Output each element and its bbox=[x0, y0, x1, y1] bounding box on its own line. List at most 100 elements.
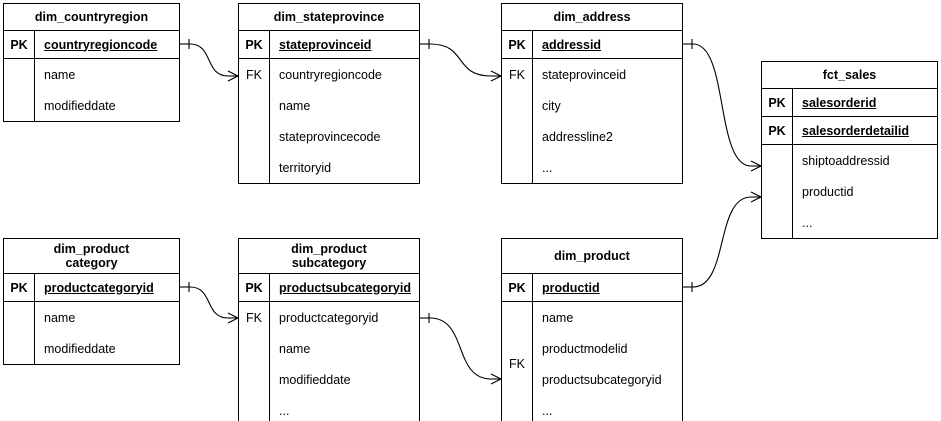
attribute-row[interactable]: productsubcategoryid bbox=[542, 372, 662, 387]
relationship-stateprovince-to-address bbox=[420, 39, 502, 82]
key-row[interactable]: PK addressid bbox=[502, 31, 682, 59]
foreign-key-badge bbox=[4, 59, 34, 121]
key-field-name: countryregioncode bbox=[34, 31, 179, 58]
key-field-name: productsubcategoryid bbox=[269, 274, 419, 301]
attribute-list: productcategoryid name modifieddate... bbox=[269, 302, 419, 421]
entity-title: dim_countryregion bbox=[4, 4, 179, 31]
key-row[interactable]: PK countryregioncode bbox=[4, 31, 179, 59]
entity-title-text: dim_product bbox=[554, 249, 630, 263]
entity-title: dim_stateprovince bbox=[239, 4, 419, 31]
key-row[interactable]: PK salesorderid bbox=[762, 89, 937, 117]
key-badge: PK bbox=[10, 37, 28, 52]
attribute-row[interactable]: ... bbox=[802, 215, 813, 230]
key-field-name: salesorderdetailid bbox=[792, 117, 937, 144]
attribute-row[interactable]: productid bbox=[802, 184, 854, 199]
key-field-name: salesorderid bbox=[792, 89, 937, 116]
relationship-countryregion-to-stateprovince bbox=[180, 39, 239, 82]
attribute-block: name modifieddate bbox=[4, 302, 179, 364]
attribute-list: countryregioncode name stateprovincecode te… bbox=[269, 59, 419, 183]
entity-title: dim_address bbox=[502, 4, 682, 31]
crowsfoot-lower bbox=[490, 378, 502, 385]
relationship-productcategory-to-subcategory bbox=[180, 282, 239, 324]
crowsfoot-upper bbox=[227, 70, 239, 77]
attribute-row[interactable]: name bbox=[542, 310, 574, 325]
attribute-row[interactable]: ... bbox=[542, 160, 553, 175]
attribute-row[interactable]: ... bbox=[279, 403, 290, 418]
foreign-key-badge bbox=[4, 302, 34, 364]
entity-title: dim_product bbox=[502, 239, 682, 274]
attribute-row[interactable]: shiptoaddressid bbox=[802, 153, 890, 168]
entity-title-text: dim_address bbox=[553, 10, 631, 24]
attribute-row[interactable]: ... bbox=[542, 403, 553, 418]
attribute-row[interactable]: addressline2 bbox=[542, 129, 613, 144]
attribute-row[interactable]: modifieddate bbox=[44, 98, 116, 113]
foreign-key-badge: FK bbox=[246, 68, 262, 82]
attribute-block: shiptoaddressid productid... bbox=[762, 145, 937, 238]
key-badge: PK bbox=[768, 95, 786, 110]
foreign-key-badge: FK bbox=[246, 311, 262, 325]
key-row[interactable]: PK productsubcategoryid bbox=[239, 274, 419, 302]
key-badge: PK bbox=[508, 37, 526, 52]
attribute-row[interactable]: productmodelid bbox=[542, 341, 628, 356]
key-field-name: addressid bbox=[532, 31, 682, 58]
crowsfoot-lower bbox=[227, 75, 239, 82]
attribute-list: name productmodelid productsubcategoryid..… bbox=[532, 302, 682, 421]
key-row[interactable]: PK productcategoryid bbox=[4, 274, 179, 302]
attribute-row[interactable]: city bbox=[542, 98, 561, 113]
crowsfoot-lower bbox=[750, 196, 762, 203]
relationship-line bbox=[692, 43, 752, 167]
entity-title: fct_sales bbox=[762, 62, 937, 89]
attribute-row[interactable]: name bbox=[279, 98, 311, 113]
crowsfoot-upper bbox=[490, 373, 502, 380]
relationship-product-to-sales bbox=[683, 191, 762, 292]
key-field-name: productcategoryid bbox=[34, 274, 179, 301]
foreign-key-badge: FK bbox=[509, 357, 525, 371]
attribute-block: FK countryregioncode name stateprovincecode… bbox=[239, 59, 419, 183]
entity-title-text: dim_countryregion bbox=[34, 10, 149, 24]
crowsfoot-upper bbox=[227, 312, 239, 319]
attribute-list: name modifieddate bbox=[34, 302, 179, 364]
attribute-block: name modifieddate bbox=[4, 59, 179, 121]
key-badge: PK bbox=[245, 280, 263, 295]
attribute-row[interactable]: territoryid bbox=[279, 160, 332, 175]
crowsfoot-upper bbox=[750, 191, 762, 198]
attribute-row[interactable]: name bbox=[279, 341, 311, 356]
attribute-list: stateprovinceid city addressline2... bbox=[532, 59, 682, 183]
attribute-row[interactable]: modifieddate bbox=[44, 341, 116, 356]
crowsfoot-lower bbox=[490, 75, 502, 82]
attribute-list: name modifieddate bbox=[34, 59, 179, 121]
attribute-row[interactable]: stateprovinceid bbox=[542, 67, 627, 82]
attribute-row[interactable]: name bbox=[44, 67, 76, 82]
foreign-key-badge bbox=[762, 145, 792, 238]
attribute-row[interactable]: name bbox=[44, 310, 76, 325]
entity-title-text: fct_sales bbox=[822, 68, 877, 82]
attribute-row[interactable]: countryregioncode bbox=[279, 67, 382, 82]
relationship-line bbox=[189, 286, 229, 319]
relationship-line bbox=[429, 43, 492, 77]
key-badge: PK bbox=[10, 280, 28, 295]
relationship-productsubcategory-to-product bbox=[420, 313, 502, 385]
crowsfoot-lower bbox=[750, 165, 762, 172]
attribute-row[interactable]: modifieddate bbox=[279, 372, 351, 387]
attribute-row[interactable]: stateprovincecode bbox=[279, 129, 381, 144]
relationship-address-to-sales bbox=[683, 39, 762, 172]
crowsfoot-lower bbox=[227, 317, 239, 324]
relationship-line bbox=[692, 196, 752, 288]
attribute-row[interactable]: productcategoryid bbox=[279, 310, 379, 325]
entity-title-text: dim_stateprovince bbox=[273, 10, 385, 24]
